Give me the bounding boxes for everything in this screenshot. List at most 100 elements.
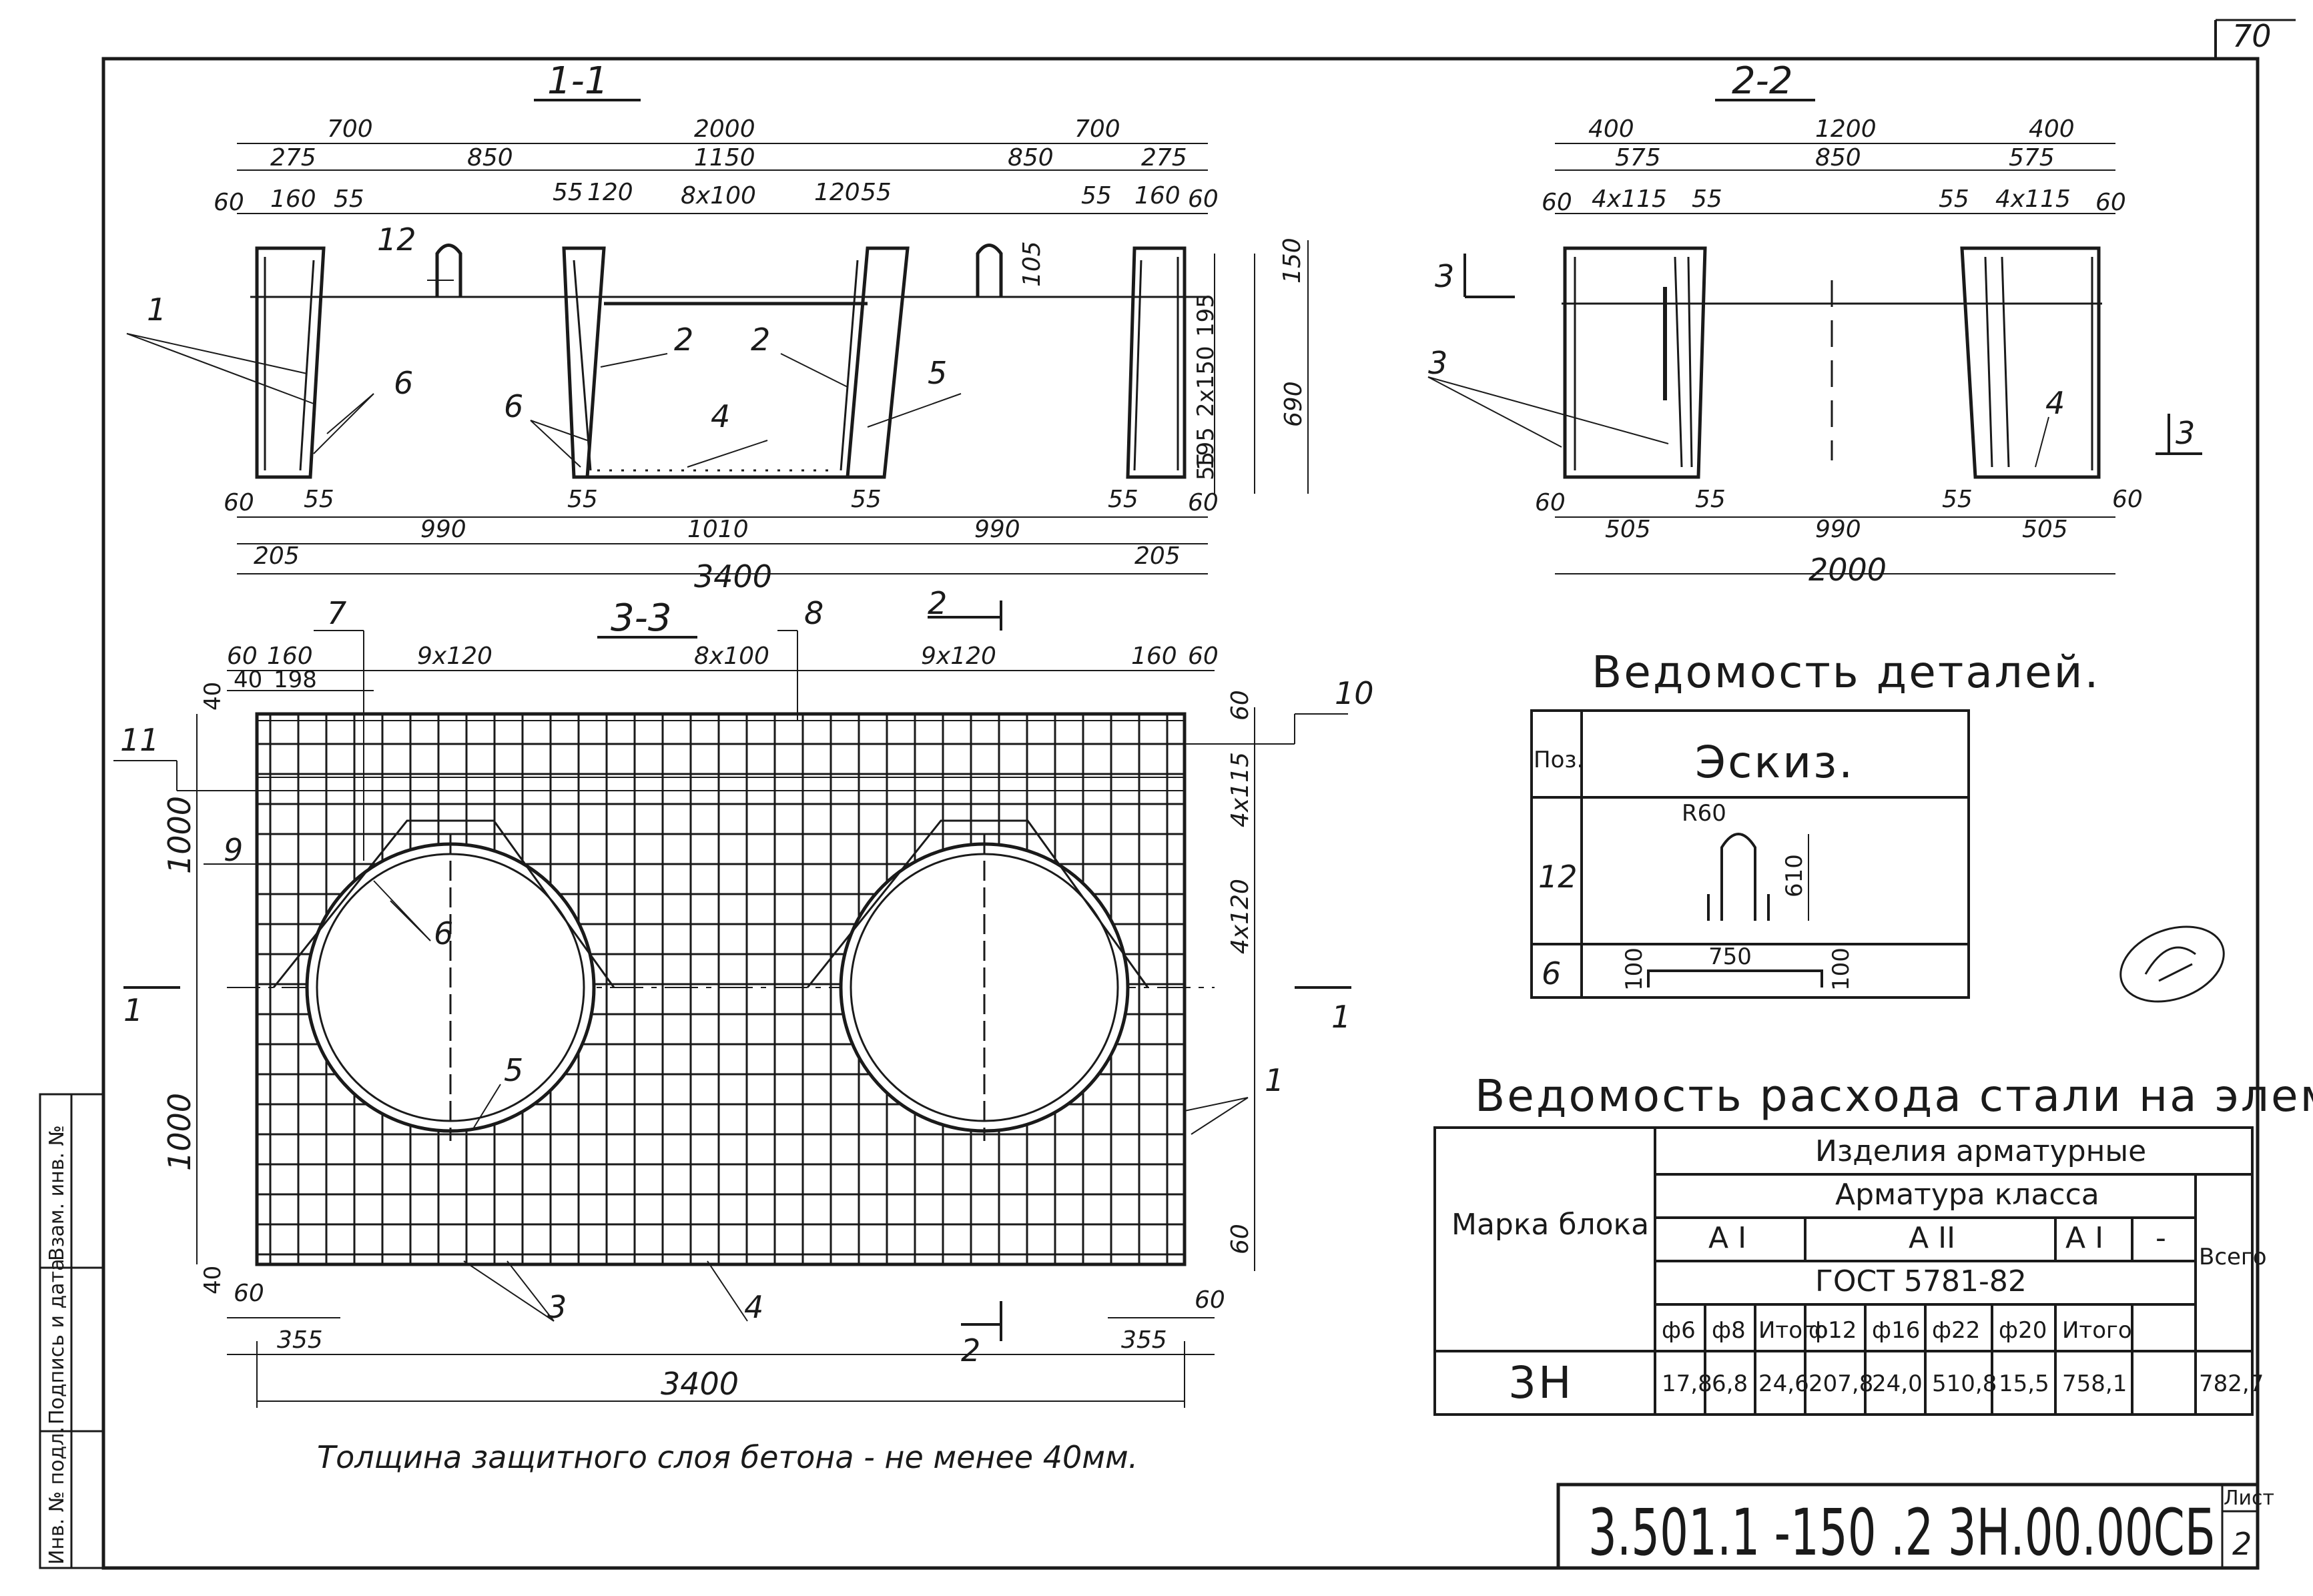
dim-33-top-1: 160 xyxy=(267,643,313,670)
plan-opening-frames xyxy=(272,819,1149,1141)
detail-12-height: 610 xyxy=(1781,854,1808,897)
dim-11-row3-6: 120 xyxy=(814,179,860,206)
sheet-corner-number: 70 xyxy=(2232,18,2272,54)
dim-33-right-0: 60 xyxy=(1227,690,1254,721)
dim-22-row2-2: 575 xyxy=(2009,144,2055,171)
position-label-11: 11 xyxy=(120,722,159,758)
position-label-4-s22: 4 xyxy=(2045,385,2065,421)
dim-22-bottom1-1: 505 xyxy=(1605,516,1651,543)
dim-22-bottom1-4: 55 xyxy=(1942,486,1973,513)
dim-33-left-1: 1000 xyxy=(161,1093,198,1171)
position-label-12: 12 xyxy=(377,222,416,258)
position-label-4: 4 xyxy=(711,398,730,434)
steel-group: Изделия арматурные xyxy=(1815,1134,2146,1168)
steel-diam-2: Итого xyxy=(1758,1317,1829,1344)
steel-val-6: 15,5 xyxy=(1999,1370,2049,1397)
cut-mark-1-right: 1 xyxy=(1331,999,1351,1035)
steel-class-1: A II xyxy=(1909,1221,1955,1255)
details-row-pos-6: 6 xyxy=(1542,955,1561,991)
dim-11-bottom1-5: 55 xyxy=(851,486,882,513)
dim-11-row2-2: 1150 xyxy=(694,144,755,171)
dim-33-bottom-0: 60 xyxy=(234,1280,264,1307)
sheet-label: Лист xyxy=(2224,1487,2274,1510)
dim-22-row2-1: 850 xyxy=(1815,144,1861,171)
dim-33-top-5: 160 xyxy=(1131,643,1177,670)
position-label-1: 1 xyxy=(147,292,166,328)
dim-33-bottom-1: 355 xyxy=(277,1326,323,1354)
round-stamp xyxy=(2119,925,2225,1003)
dim-33-right-3: 60 xyxy=(1227,1224,1254,1254)
section-1-1-geometry xyxy=(250,244,1208,479)
dim-22-bottom1-3: 990 xyxy=(1815,516,1861,543)
dim-22-row3-4: 4x115 xyxy=(1995,185,2071,213)
section-1-1-rebar xyxy=(264,257,1179,472)
position-label-3-plan: 3 xyxy=(547,1289,567,1325)
steel-gost: ГОСТ 5781-82 xyxy=(1815,1264,2027,1298)
dim-11-right-1: 105 xyxy=(1018,241,1046,287)
steel-total-header: Всего xyxy=(2199,1244,2267,1270)
position-label-8: 8 xyxy=(804,595,823,631)
steel-val-7: 758,1 xyxy=(2062,1370,2127,1397)
dim-11-row3-8: 55 xyxy=(1081,182,1112,210)
side-label-sign: Подпись и дата xyxy=(45,1259,69,1425)
section-title-1-1: 1-1 xyxy=(547,59,608,103)
dim-33-right-4: 60 xyxy=(1195,1286,1225,1314)
section-2-2-geometry xyxy=(1562,246,2102,479)
steel-diam-6: ф20 xyxy=(1999,1317,2047,1344)
dim-33-total: 3400 xyxy=(661,1366,739,1402)
dim-11-bottom1-3: 55 xyxy=(567,486,598,513)
cut-mark-3-left: 3 xyxy=(1435,258,1454,294)
dim-22-row3-3: 55 xyxy=(1939,185,1969,213)
dim-11-bottom2-1: 205 xyxy=(1134,542,1181,570)
steel-row-total: 782,7 xyxy=(2199,1370,2264,1397)
dim-33-top2-1: 40 xyxy=(234,667,262,693)
dim-22-bottom1-5: 505 xyxy=(2022,516,2068,543)
position-label-1-plan: 1 xyxy=(1265,1062,1284,1098)
plan-dimensions xyxy=(196,670,1255,1408)
detail-6-width: 750 xyxy=(1708,943,1752,970)
cut-mark-2-top: 2 xyxy=(928,585,947,621)
dim-11-row2-3: 850 xyxy=(1008,144,1054,171)
dim-11-row3-9: 160 xyxy=(1134,182,1181,210)
section-title-2-2: 2-2 xyxy=(1732,59,1792,103)
dim-11-bottom1-0: 60 xyxy=(224,489,254,516)
detail-sketch-bar xyxy=(1647,969,1823,987)
cut-mark-2-bottom: 2 xyxy=(961,1332,980,1368)
steel-diam-5: ф22 xyxy=(1932,1317,1980,1344)
steel-class-2: A I xyxy=(2065,1221,2103,1255)
steel-diam-1: ф8 xyxy=(1712,1317,1746,1344)
dim-33-top-3: 8x100 xyxy=(694,643,769,670)
position-label-9: 9 xyxy=(224,832,243,868)
dim-22-total: 2000 xyxy=(1808,552,1887,588)
dim-11-top-1: 2000 xyxy=(694,115,755,143)
position-label-5-plan: 5 xyxy=(504,1052,523,1088)
dim-22-row3-5: 60 xyxy=(2095,189,2126,216)
detail-6-h2: 100 xyxy=(1828,947,1855,991)
dim-22-row3-2: 55 xyxy=(1692,185,1722,213)
dim-11-row2-1: 850 xyxy=(467,144,513,171)
steel-val-5: 510,8 xyxy=(1932,1370,1997,1397)
dim-33-top-2: 9x120 xyxy=(417,643,492,670)
dim-11-right-0: 150 xyxy=(1279,238,1306,284)
position-label-2: 2 xyxy=(674,322,693,358)
dim-11-row3-3: 55 xyxy=(553,179,583,206)
section-2-2-dimensions xyxy=(1555,143,2115,574)
position-label-6b: 6 xyxy=(504,388,523,424)
dim-11-bottom1-2: 990 xyxy=(420,516,466,543)
dim-11-row3-0: 60 xyxy=(214,189,244,216)
dim-11-bottom2-0: 205 xyxy=(254,542,300,570)
position-label-5: 5 xyxy=(928,355,947,391)
dim-11-right-2: 195 xyxy=(1193,294,1219,337)
steel-val-3: 207,8 xyxy=(1808,1370,1873,1397)
dim-11-row2-0: 275 xyxy=(270,144,316,171)
steel-val-2: 24,6 xyxy=(1758,1370,1809,1397)
cut-mark-1-left: 1 xyxy=(123,992,143,1028)
details-title: Ведомость деталей. xyxy=(1592,647,2100,698)
detail-6-h1: 100 xyxy=(1621,947,1648,991)
position-label-3-s22: 3 xyxy=(1428,345,1447,381)
details-col-sketch: Эскиз. xyxy=(1695,737,1855,788)
dim-22-top-1: 1200 xyxy=(1815,115,1877,143)
details-col-pos: Поз. xyxy=(1534,747,1584,773)
section-2-2-rebar xyxy=(1574,256,2093,470)
side-stamp xyxy=(39,1093,105,1569)
